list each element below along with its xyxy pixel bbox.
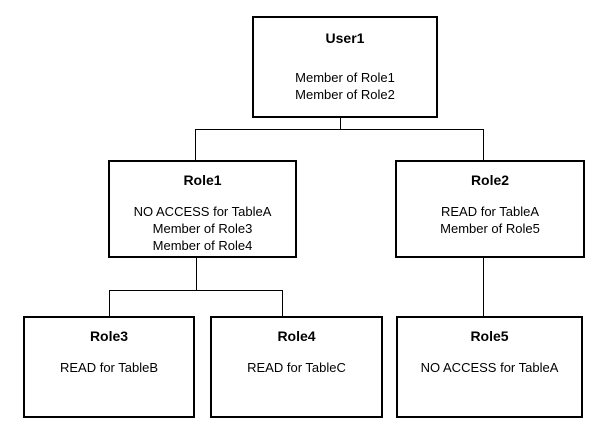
connector-user1-children-bar [195, 129, 484, 130]
node-user1-title: User1 [325, 30, 365, 46]
node-user1-body: Member of Role1 Member of Role2 [254, 69, 436, 103]
node-role2-line: READ for TableA [440, 204, 540, 219]
node-role3: Role3 READ for TableB [23, 316, 195, 418]
connector-user1-stub [340, 118, 341, 130]
connector-role1-role4 [282, 290, 283, 316]
node-role2: Role2 READ for TableA Member of Role5 [395, 160, 585, 258]
node-role2-line: Member of Role5 [440, 221, 540, 236]
node-role2-body: READ for TableA Member of Role5 [397, 203, 583, 237]
node-user1-line: Member of Role1 [295, 70, 395, 85]
node-role4-body: READ for TableC [212, 359, 381, 376]
connector-role1-role3 [109, 290, 110, 316]
connector-user1-role1 [195, 129, 196, 160]
node-role1-line: Member of Role3 [152, 221, 253, 236]
node-role3-title: Role3 [89, 328, 129, 344]
connector-role2-role5 [483, 258, 484, 316]
node-role2-title: Role2 [470, 172, 510, 188]
node-role4: Role4 READ for TableC [210, 316, 383, 418]
node-role1: Role1 NO ACCESS for TableA Member of Rol… [108, 160, 297, 258]
node-role1-body: NO ACCESS for TableA Member of Role3 Mem… [110, 203, 295, 254]
node-role5-line: NO ACCESS for TableA [420, 360, 559, 375]
node-user1: User1 Member of Role1 Member of Role2 [252, 16, 438, 118]
node-role1-line: NO ACCESS for TableA [133, 204, 272, 219]
node-user1-line: Member of Role2 [295, 87, 395, 102]
connector-role1-stub [196, 258, 197, 290]
node-role1-title: Role1 [183, 172, 222, 188]
node-role3-line: READ for TableB [59, 360, 159, 375]
node-role5: Role5 NO ACCESS for TableA [396, 316, 583, 418]
connector-user1-role2 [483, 129, 484, 160]
node-role5-title: Role5 [470, 328, 509, 344]
connector-role1-children-bar [109, 290, 283, 291]
node-role1-line: Member of Role4 [152, 238, 253, 253]
node-role4-title: Role4 [277, 328, 316, 344]
node-role4-line: READ for TableC [247, 360, 346, 375]
node-role3-body: READ for TableB [25, 359, 193, 376]
node-role5-body: NO ACCESS for TableA [398, 359, 581, 376]
